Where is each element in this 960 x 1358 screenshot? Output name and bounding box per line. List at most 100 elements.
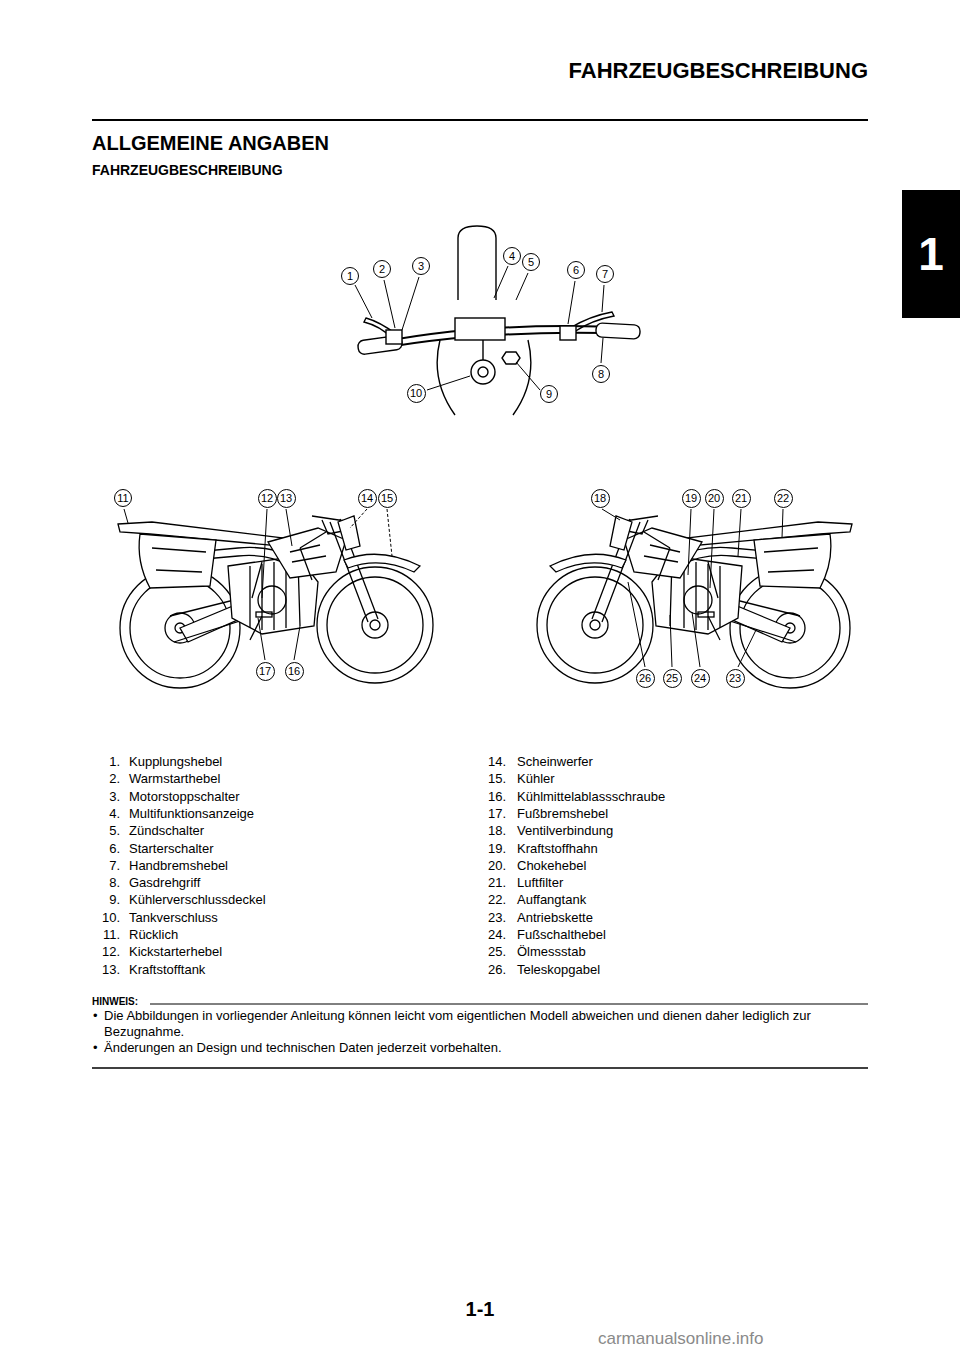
callout-number: 5 [528, 257, 534, 268]
note-text: Die Abbildungen in vorliegender Anleitun… [104, 1008, 868, 1039]
item-number: 12. [84, 944, 120, 960]
handlebar-top-view [357, 226, 640, 415]
part-name: Chokehebel [517, 858, 586, 874]
callout-number: 23 [729, 673, 741, 684]
item-number: 2. [84, 771, 120, 787]
callout-circle: 2 [373, 260, 391, 278]
callout-number: 18 [594, 493, 606, 504]
item-number: 23. [470, 910, 506, 926]
part-name: Ölmessstab [517, 944, 586, 960]
callout-circle: 20 [705, 489, 724, 508]
item-number: 11. [84, 927, 120, 943]
callout-number: 12 [261, 493, 273, 504]
part-name: Gasdrehgriff [129, 875, 200, 891]
header-rule [92, 119, 868, 121]
motorcycle-right-view [537, 516, 852, 688]
callout-number: 26 [639, 673, 651, 684]
callout-number: 4 [509, 251, 515, 262]
part-name: Tankverschluss [129, 910, 218, 926]
part-name: Ventilverbindung [517, 823, 613, 839]
callout-circle: 1 [341, 267, 359, 285]
callout-number: 20 [708, 493, 720, 504]
bullet: • [93, 1008, 98, 1024]
note-heading: HINWEIS: [92, 996, 138, 1008]
part-name: Teleskopgabel [517, 962, 600, 978]
item-number: 19. [470, 841, 506, 857]
part-name: Kraftstoffhahn [517, 841, 598, 857]
part-name: Kühlmittelablassschraube [517, 789, 665, 805]
callout-number: 9 [546, 389, 552, 400]
callout-circle: 19 [682, 489, 701, 508]
leader-lines [124, 266, 783, 667]
callout-number: 17 [259, 666, 271, 677]
part-name: Luftfilter [517, 875, 563, 891]
part-name: Fußbremshebel [517, 806, 608, 822]
item-number: 13. [84, 962, 120, 978]
item-number: 21. [470, 875, 506, 891]
item-number: 22. [470, 892, 506, 908]
part-name: Multifunktionsanzeige [129, 806, 254, 822]
item-number: 3. [84, 789, 120, 805]
item-number: 14. [470, 754, 506, 770]
item-number: 25. [470, 944, 506, 960]
callout-number: 1 [347, 271, 353, 282]
callout-circle: 13 [277, 489, 296, 508]
callout-circle: 15 [378, 489, 397, 508]
item-number: 10. [84, 910, 120, 926]
part-name: Handbremshebel [129, 858, 228, 874]
chapter-tab: 1 [902, 190, 960, 318]
part-name: Kupplungshebel [129, 754, 222, 770]
callout-circle: 4 [503, 247, 521, 265]
callout-circle: 11 [114, 489, 132, 507]
item-number: 4. [84, 806, 120, 822]
callout-circle: 26 [636, 669, 655, 688]
callout-circle: 16 [285, 662, 304, 681]
page-header: FAHRZEUGBESCHREIBUNG [569, 58, 868, 84]
item-number: 26. [470, 962, 506, 978]
item-number: 8. [84, 875, 120, 891]
item-number: 15. [470, 771, 506, 787]
page-number: 1-1 [380, 1297, 580, 1321]
part-name: Antriebskette [517, 910, 593, 926]
section-heading: ALLGEMEINE ANGABEN [92, 131, 329, 155]
part-name: Warmstarthebel [129, 771, 220, 787]
item-number: 24. [470, 927, 506, 943]
callout-circle: 5 [522, 253, 540, 271]
item-number: 1. [84, 754, 120, 770]
part-name: Starterschalter [129, 841, 214, 857]
part-name: Auffangtank [517, 892, 586, 908]
callout-number: 13 [280, 493, 292, 504]
callout-circle: 7 [596, 265, 614, 283]
callout-circle: 8 [592, 365, 610, 383]
item-number: 7. [84, 858, 120, 874]
callout-number: 11 [117, 493, 128, 504]
callout-circle: 10 [407, 384, 426, 403]
callout-circle: 17 [256, 662, 275, 681]
part-name: Zündschalter [129, 823, 204, 839]
callout-number: 8 [598, 369, 604, 380]
callout-number: 25 [666, 673, 678, 684]
callout-circle: 24 [691, 669, 710, 688]
callout-circle: 12 [258, 489, 277, 508]
callout-number: 24 [694, 673, 706, 684]
callout-number: 16 [288, 666, 300, 677]
item-number: 20. [470, 858, 506, 874]
callout-circle: 3 [412, 257, 430, 275]
callout-number: 19 [685, 493, 697, 504]
part-name: Kraftstofftank [129, 962, 205, 978]
callout-circle: 18 [591, 489, 610, 508]
note-text: Änderungen an Design und technischen Dat… [104, 1040, 868, 1056]
part-name: Kickstarterhebel [129, 944, 222, 960]
note-rule-top [150, 1004, 868, 1005]
callout-circle: 14 [358, 489, 377, 508]
callout-number: 6 [573, 265, 579, 276]
part-name: Kühler [517, 771, 555, 787]
callout-number: 21 [735, 493, 747, 504]
callout-number: 10 [410, 388, 422, 399]
item-number: 6. [84, 841, 120, 857]
callout-number: 2 [379, 264, 385, 275]
callout-number: 3 [418, 261, 424, 272]
item-number: 16. [470, 789, 506, 805]
